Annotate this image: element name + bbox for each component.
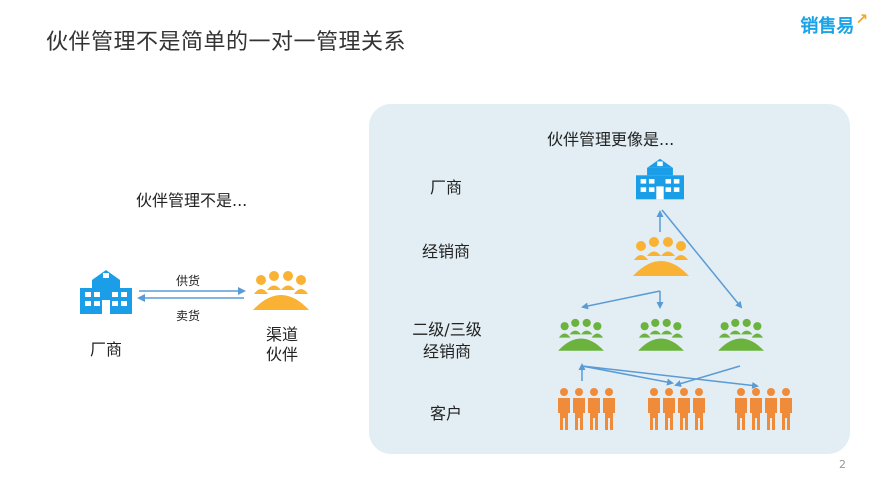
channel-partner-label: 渠道 伙伴	[265, 325, 298, 364]
level-dealer-label: 经销商	[422, 242, 471, 261]
group-meeting-icon	[638, 318, 684, 351]
arrow-manufacturer-to-subdealer	[661, 209, 743, 309]
brand-logo: 销售易 ↗	[800, 12, 868, 38]
people-group-icon	[648, 388, 705, 430]
building-icon	[80, 270, 132, 314]
level-manufacturer-label: 厂商	[430, 178, 463, 197]
level-customer-label: 客户	[430, 404, 463, 423]
people-group-icon	[735, 388, 792, 430]
left-manufacturer-label: 厂商	[90, 340, 123, 359]
people-group-icon	[558, 388, 615, 430]
page-number: 2	[839, 458, 846, 471]
group-meeting-icon	[718, 318, 764, 351]
right-heading: 伙伴管理更像是...	[547, 130, 675, 149]
logo-text: 销售易	[800, 16, 855, 37]
building-icon	[636, 158, 684, 200]
supply-label: 供货	[176, 274, 201, 288]
arrow-subdealer-to-customer-right	[581, 365, 759, 389]
arrow-subdealer-right-to-customer-mid	[674, 365, 741, 387]
left-heading: 伙伴管理不是...	[136, 191, 248, 210]
group-meeting-icon	[253, 271, 309, 310]
group-meeting-icon	[558, 318, 604, 351]
arrow-subdealer-to-customer-mid	[581, 365, 674, 386]
level-subdealer-label: 二级/三级 经销商	[412, 320, 482, 361]
logo-arrow-icon: ↗	[855, 10, 868, 28]
arrow-dealer-to-subdealer-left	[581, 290, 661, 310]
page-title: 伙伴管理不是简单的一对一管理关系	[46, 30, 407, 55]
sell-label: 卖货	[176, 309, 201, 323]
group-meeting-icon	[633, 237, 689, 276]
